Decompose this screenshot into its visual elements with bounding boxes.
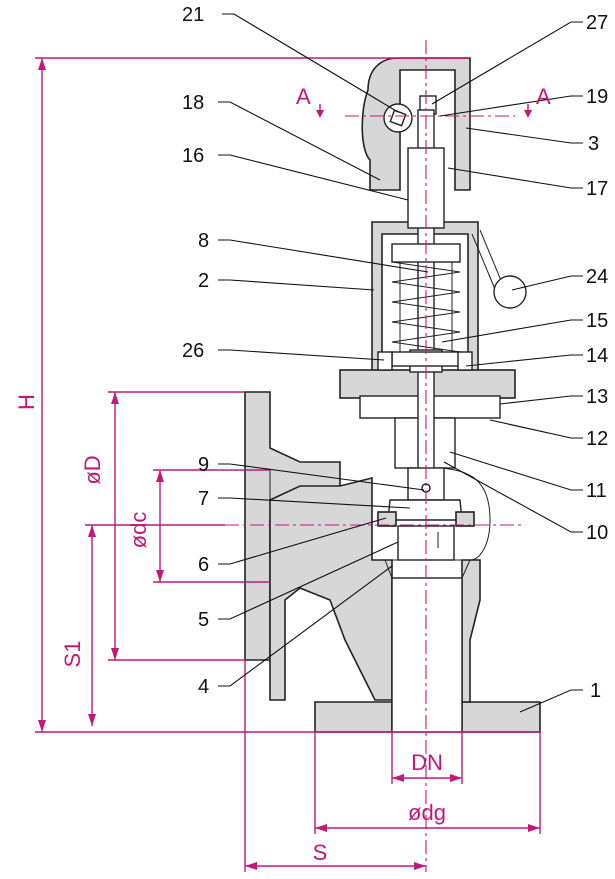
part-label: 13 bbox=[586, 386, 608, 408]
part-label: 4 bbox=[198, 676, 209, 698]
part-label: 5 bbox=[198, 609, 209, 631]
part-label: 21 bbox=[182, 4, 204, 26]
part-label: 9 bbox=[198, 454, 209, 476]
part-label: 3 bbox=[588, 133, 599, 155]
dimension-lines bbox=[35, 57, 541, 872]
part-label: 14 bbox=[586, 345, 608, 367]
part-label: 17 bbox=[586, 178, 608, 200]
dimension-label-s: S bbox=[313, 840, 328, 865]
dimension-label-h: H bbox=[14, 394, 39, 410]
bolt-right bbox=[457, 351, 473, 371]
part-label: 16 bbox=[182, 145, 204, 167]
bolt-left bbox=[377, 351, 393, 371]
part-labels: 21 27 18 19 3 16 17 8 2 24 15 14 26 13 1… bbox=[182, 4, 608, 702]
part-label: 19 bbox=[586, 86, 608, 108]
dimension-label-odg: ødg bbox=[408, 800, 446, 825]
valve-body bbox=[244, 391, 541, 733]
lifting-lever bbox=[471, 229, 527, 309]
part-label: 1 bbox=[590, 680, 601, 702]
dimension-label-dn: DN bbox=[411, 750, 443, 775]
part-label: 27 bbox=[586, 12, 608, 34]
part-label: 15 bbox=[586, 310, 608, 332]
part-label: 12 bbox=[586, 428, 608, 450]
section-label-left: A bbox=[296, 84, 311, 109]
part-label: 10 bbox=[586, 522, 608, 544]
dimension-label-od: øD bbox=[80, 455, 105, 484]
part-label: 26 bbox=[182, 340, 204, 362]
section-label-right: A bbox=[536, 84, 551, 109]
leader-lines bbox=[218, 13, 583, 713]
part-label: 6 bbox=[198, 554, 209, 576]
part-label: 24 bbox=[586, 266, 608, 288]
part-label: 11 bbox=[586, 480, 607, 502]
part-label: 8 bbox=[198, 230, 209, 252]
part-label: 18 bbox=[182, 92, 204, 114]
dimension-label-odc: ødc bbox=[126, 512, 151, 549]
part-label: 7 bbox=[198, 488, 209, 510]
part-label: 2 bbox=[198, 270, 209, 292]
dimension-label-s1: S1 bbox=[60, 641, 85, 668]
